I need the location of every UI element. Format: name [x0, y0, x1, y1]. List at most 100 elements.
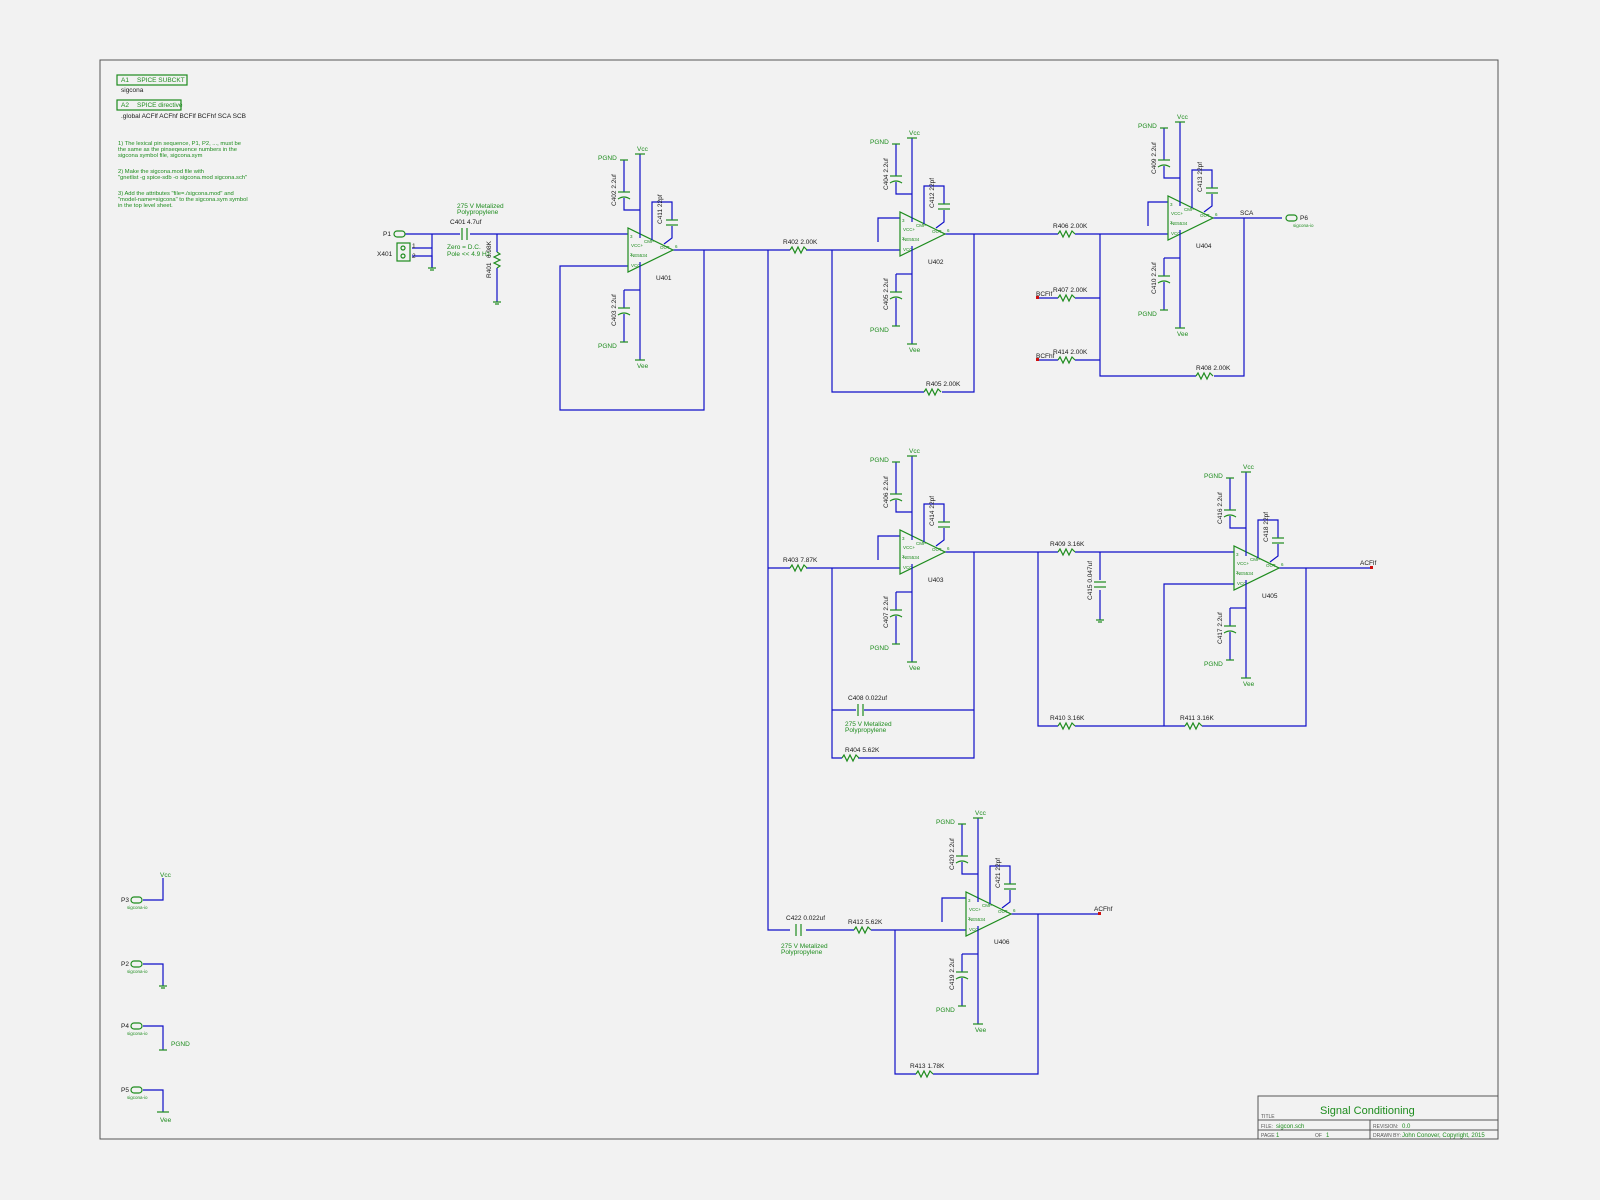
svg-text:0.0: 0.0: [1402, 1124, 1411, 1130]
svg-text:R402 2.00K: R402 2.00K: [783, 239, 818, 246]
resistor-r402: R402 2.00K: [783, 239, 818, 255]
svg-text:R407 2.00K: R407 2.00K: [1053, 287, 1088, 294]
opamp-blocks: VCC+VCC-CMPOUT236NE5534U401VccVeePGNDC40…: [598, 114, 1284, 1034]
resistor-r409: R409 3.16K: [1050, 541, 1085, 557]
opamp-u403: VCC+VCC-CMPOUT236NE5534U403VccVeePGNDC40…: [870, 448, 950, 672]
resistors: R402 2.00K R403 7.87K R404 5.62K R405 2.00K…: [783, 223, 1231, 1079]
output-port-p6: P6 sigcona-io: [1285, 214, 1314, 228]
opamp-u405: VCC+VCC-CMPOUT236NE5534U405VccVeePGNDC41…: [1204, 464, 1284, 688]
svg-text:OUT: OUT: [932, 229, 942, 234]
svg-text:C419 2.2uf: C419 2.2uf: [949, 958, 956, 990]
svg-text:OUT: OUT: [660, 245, 670, 250]
resistor-r403: R403 7.87K: [783, 557, 818, 573]
ground-symbol: [428, 267, 436, 271]
svg-text:FILE:: FILE:: [1261, 1124, 1273, 1130]
svg-text:Vcc: Vcc: [909, 130, 921, 137]
resistor-r412: R412 5.62K: [848, 919, 883, 935]
svg-text:Vcc: Vcc: [975, 810, 987, 817]
svg-text:U405: U405: [1262, 593, 1278, 600]
svg-text:OUT: OUT: [1266, 563, 1276, 568]
svg-text:ACFlf: ACFlf: [1360, 560, 1376, 567]
title-text: Signal Conditioning: [1320, 1105, 1415, 1117]
svg-text:Zero = D.C.: Zero = D.C.: [447, 244, 481, 251]
resistor-r405: R405 2.00K: [923, 381, 961, 397]
svg-text:P4: P4: [121, 1023, 129, 1030]
svg-text:R413 1.78K: R413 1.78K: [910, 1063, 945, 1070]
title-block: TITLE Signal Conditioning FILE: sigcon.s…: [1257, 1095, 1499, 1140]
svg-text:BCFhf: BCFhf: [1036, 353, 1055, 360]
svg-text:DRAWN BY:: DRAWN BY:: [1373, 1133, 1401, 1139]
svg-text:TITLE: TITLE: [1261, 1114, 1275, 1120]
svg-text:PGND: PGND: [870, 645, 889, 652]
svg-text:.global ACFlf ACFhf BCFlf BCFh: .global ACFlf ACFhf BCFlf BCFhf SCA SCB: [121, 113, 246, 120]
svg-text:6: 6: [947, 228, 950, 233]
svg-text:Vee: Vee: [160, 1117, 172, 1124]
svg-text:REVISION:: REVISION:: [1373, 1124, 1398, 1130]
svg-text:4.7uf: 4.7uf: [467, 219, 482, 226]
svg-text:PGND: PGND: [1138, 311, 1157, 318]
svg-text:Vcc: Vcc: [1243, 464, 1255, 471]
svg-text:Vcc: Vcc: [909, 448, 921, 455]
svg-text:OUT: OUT: [932, 547, 942, 552]
resistor-r404: R404 5.62K: [841, 747, 880, 763]
svg-text:R404 5.62K: R404 5.62K: [845, 747, 880, 754]
wires: [143, 201, 1372, 1112]
svg-text:sigcon.sch: sigcon.sch: [1276, 1124, 1304, 1130]
connector-x401: X401 1 2: [377, 242, 416, 262]
svg-text:VCC-: VCC-: [903, 565, 915, 570]
svg-text:VCC+: VCC+: [969, 907, 982, 912]
svg-text:2) Make the sigcona.mod file w: 2) Make the sigcona.mod file with: [118, 169, 204, 175]
signal-labels: BCFlf BCFhf SCA ACFlf ACFhf: [1036, 210, 1376, 913]
svg-text:U404: U404: [1196, 243, 1212, 250]
sheet-border: [99, 59, 1499, 1140]
svg-text:CMP: CMP: [644, 239, 654, 244]
notes: 1) The lexical pin sequence, P1, P2, ...…: [118, 141, 248, 209]
svg-text:A2: A2: [121, 102, 129, 109]
svg-text:NE5534: NE5534: [1171, 221, 1188, 226]
svg-text:C407 2.2uf: C407 2.2uf: [883, 596, 890, 628]
svg-text:VCC+: VCC+: [1171, 211, 1184, 216]
svg-text:3: 3: [902, 536, 905, 541]
svg-text:6: 6: [947, 546, 950, 551]
svg-text:3: 3: [968, 898, 971, 903]
svg-text:275 V Metalized: 275 V Metalized: [457, 203, 504, 210]
svg-text:P5: P5: [121, 1087, 129, 1094]
svg-text:BCFlf: BCFlf: [1036, 291, 1052, 298]
svg-text:PGND: PGND: [598, 155, 617, 162]
svg-text:1: 1: [1276, 1133, 1280, 1139]
svg-text:2: 2: [1170, 220, 1173, 225]
svg-text:John Conover, Copyright, 2015: John Conover, Copyright, 2015: [1402, 1133, 1485, 1139]
svg-text:PGND: PGND: [1204, 473, 1223, 480]
svg-text:C409 2.2uf: C409 2.2uf: [1151, 142, 1158, 174]
svg-text:2: 2: [902, 236, 905, 241]
svg-text:Vee: Vee: [975, 1027, 987, 1034]
svg-text:CMP: CMP: [916, 541, 926, 546]
svg-text:R409 3.16K: R409 3.16K: [1050, 541, 1085, 548]
svg-text:2: 2: [630, 252, 633, 257]
svg-text:Vee: Vee: [909, 347, 921, 354]
svg-text:PGND: PGND: [171, 1041, 190, 1048]
svg-text:3: 3: [1170, 202, 1173, 207]
svg-text:Pole << 4.9 Hz: Pole << 4.9 Hz: [447, 251, 490, 258]
svg-text:2: 2: [412, 253, 416, 260]
svg-text:6: 6: [1215, 212, 1218, 217]
svg-text:VCC+: VCC+: [631, 243, 644, 248]
opamp-u404: VCC+VCC-CMPOUT236NE5534U404VccVeePGNDC40…: [1138, 114, 1218, 338]
svg-text:C418 22pf: C418 22pf: [1263, 512, 1270, 542]
svg-text:sigcona-io: sigcona-io: [127, 1095, 148, 1100]
capacitor-c408: C408 0.022uf 275 V Metalized Polypropyle…: [845, 695, 892, 734]
svg-text:VCC+: VCC+: [903, 545, 916, 550]
svg-text:275 V Metalized: 275 V Metalized: [781, 943, 828, 950]
svg-text:OF: OF: [1315, 1133, 1322, 1139]
svg-text:C417 2.2uf: C417 2.2uf: [1217, 612, 1224, 644]
opamp-u402: VCC+VCC-CMPOUT236NE5534U402VccVeePGNDC40…: [870, 130, 950, 354]
svg-text:C414 22pf: C414 22pf: [929, 496, 936, 526]
svg-text:C408 0.022uf: C408 0.022uf: [848, 695, 887, 702]
svg-text:sigcona-io: sigcona-io: [1293, 223, 1314, 228]
svg-text:Vcc: Vcc: [637, 146, 649, 153]
resistor-r407: R407 2.00K: [1053, 287, 1088, 303]
svg-text:6: 6: [1281, 562, 1284, 567]
svg-text:R414 2.00K: R414 2.00K: [1053, 349, 1088, 356]
svg-text:NE5534: NE5534: [1237, 571, 1254, 576]
